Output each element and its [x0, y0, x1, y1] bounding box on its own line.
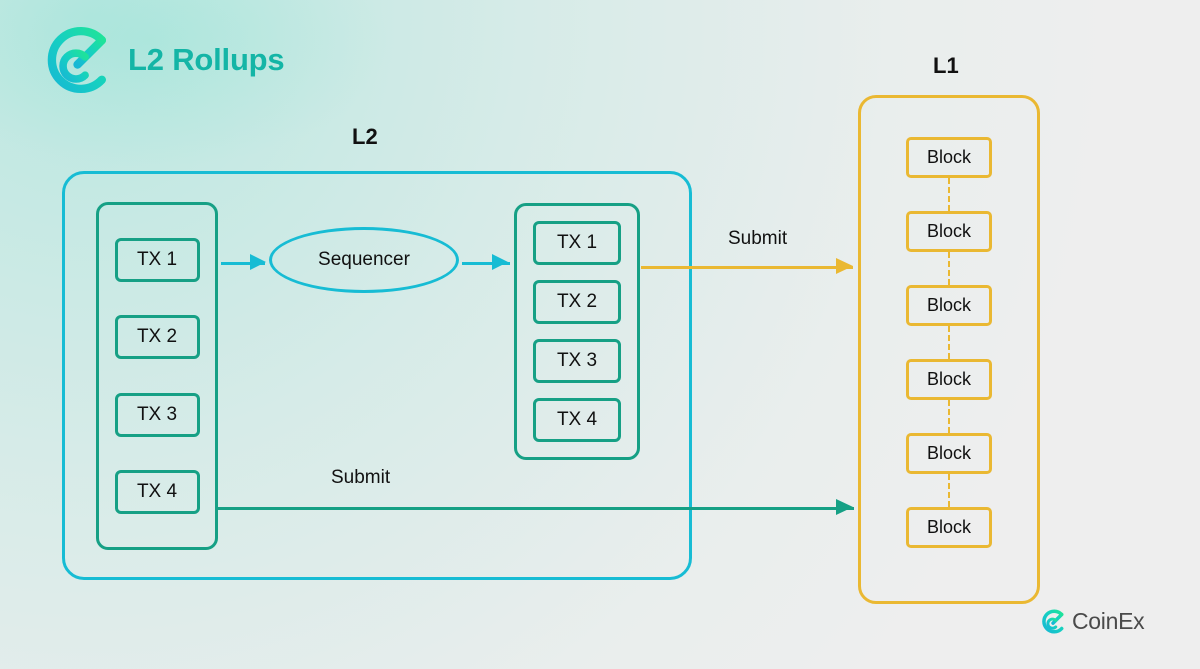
block-connector	[948, 178, 950, 211]
coinex-logo-icon	[47, 26, 107, 94]
sequencer-to-batch-arrowhead-icon	[492, 254, 508, 270]
brand-header: L2 Rollups	[38, 22, 285, 98]
tx-box[interactable]: TX 1	[533, 221, 621, 265]
l1-section-label: L1	[933, 53, 959, 78]
block-box[interactable]: Block	[906, 211, 992, 252]
block-box[interactable]: Block	[906, 285, 992, 326]
batched-transactions-stack: TX 1 TX 2 TX 3 TX 4	[514, 203, 640, 460]
coinex-watermark: CoinEx	[1039, 608, 1145, 635]
block-box[interactable]: Block	[906, 359, 992, 400]
tx-box[interactable]: TX 4	[114, 469, 200, 514]
coinex-logo-icon	[1042, 609, 1064, 634]
l2-section-label: L2	[352, 124, 378, 149]
submit-batch-to-l1-arrowhead-icon	[836, 258, 853, 274]
block-connector	[948, 252, 950, 285]
tx-box[interactable]: TX 1	[114, 238, 200, 283]
l1-container	[858, 95, 1040, 604]
block-box[interactable]: Block	[906, 433, 992, 474]
submit-bottom-label: Submit	[331, 467, 391, 488]
sequencer-to-batch-arrow	[462, 262, 510, 265]
pending-transactions-stack: TX 1 TX 2 TX 3 TX 4	[96, 202, 218, 550]
submit-tx-to-l1-arrowhead-icon	[836, 499, 853, 515]
block-connector	[948, 326, 950, 359]
block-connector	[948, 474, 950, 507]
tx-box[interactable]: TX 4	[533, 398, 621, 442]
block-connector	[948, 400, 950, 433]
tx-box[interactable]: TX 3	[114, 392, 200, 437]
pending-to-sequencer-arrow	[221, 262, 265, 265]
l2-container	[62, 171, 692, 580]
block-box[interactable]: Block	[906, 137, 992, 178]
block-box[interactable]: Block	[906, 507, 992, 548]
sequencer-node[interactable]: Sequencer	[269, 227, 459, 293]
tx-box[interactable]: TX 2	[533, 280, 621, 324]
submit-top-label: Submit	[728, 228, 788, 249]
l1-block-chain: Block Block Block Block Block Block	[858, 95, 1040, 604]
pending-to-sequencer-arrowhead-icon	[250, 254, 266, 270]
submit-tx-to-l1-arrow	[218, 507, 854, 510]
submit-batch-to-l1-arrow	[641, 266, 853, 269]
page-title: L2 Rollups	[128, 42, 285, 77]
tx-box[interactable]: TX 2	[114, 315, 200, 360]
tx-box[interactable]: TX 3	[533, 339, 621, 383]
watermark-label: CoinEx	[1072, 608, 1145, 634]
